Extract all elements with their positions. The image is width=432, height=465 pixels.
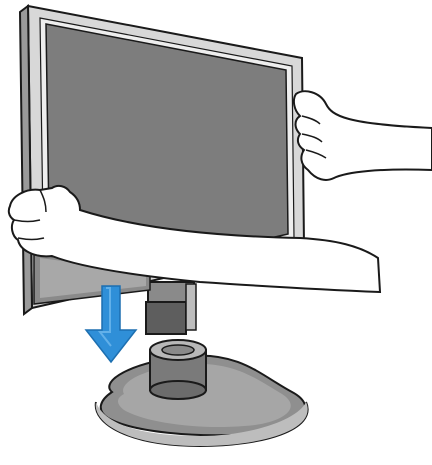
monitor-hinge-block bbox=[146, 282, 196, 334]
hand-right bbox=[294, 91, 432, 180]
stand-neck bbox=[150, 340, 206, 399]
